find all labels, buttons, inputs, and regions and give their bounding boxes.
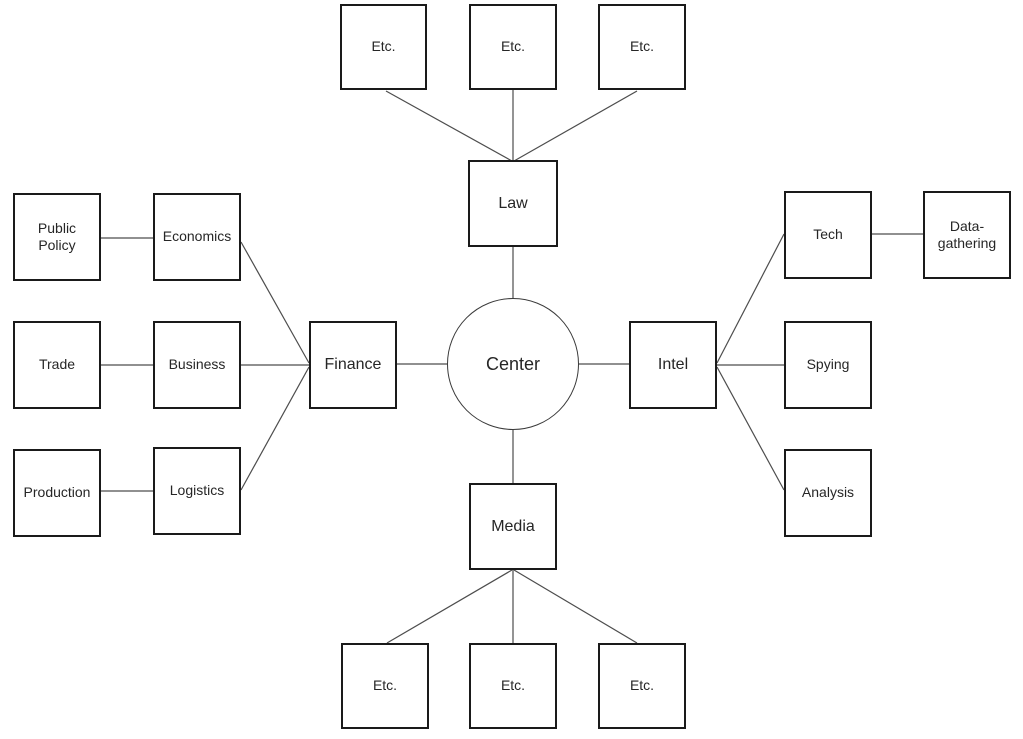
node-center: Center: [447, 298, 579, 430]
node-data-gathering: Data- gathering: [923, 191, 1011, 279]
node-law: Law: [468, 160, 558, 247]
node-label-economics: Economics: [162, 228, 232, 245]
node-label-public-policy: Public Policy: [37, 219, 77, 254]
node-label-finance: Finance: [324, 356, 382, 373]
node-label-media: Media: [491, 517, 535, 535]
node-label-etc-top-2: Etc.: [500, 38, 526, 55]
node-label-tech: Tech: [813, 226, 843, 243]
edge-intel-tech: [716, 233, 785, 364]
node-label-etc-bottom-1: Etc.: [372, 677, 398, 694]
node-etc-top-2: Etc.: [469, 4, 557, 90]
edge-media-etc-bottom-1: [386, 569, 513, 644]
node-logistics: Logistics: [153, 447, 241, 535]
node-label-analysis: Analysis: [801, 484, 855, 501]
node-etc-top-3: Etc.: [598, 4, 686, 90]
node-label-business: Business: [168, 356, 226, 373]
node-label-etc-top-1: Etc.: [371, 38, 396, 55]
node-label-logistics: Logistics: [169, 482, 225, 499]
node-etc-bottom-1: Etc.: [341, 643, 429, 729]
edge-media-etc-bottom-3: [513, 569, 638, 644]
node-finance: Finance: [309, 321, 397, 409]
node-label-data-gathering: Data- gathering: [937, 217, 997, 252]
node-label-etc-bottom-2: Etc.: [500, 677, 526, 694]
node-label-production: Production: [23, 484, 91, 501]
node-label-spying: Spying: [806, 356, 850, 373]
node-etc-bottom-2: Etc.: [469, 643, 557, 729]
node-label-trade: Trade: [38, 356, 76, 373]
node-analysis: Analysis: [784, 449, 872, 537]
node-economics: Economics: [153, 193, 241, 281]
node-label-etc-top-3: Etc.: [629, 38, 655, 55]
node-label-center: Center: [485, 353, 541, 374]
node-public-policy: Public Policy: [13, 193, 101, 281]
node-media: Media: [469, 483, 557, 570]
node-spying: Spying: [784, 321, 872, 409]
node-label-intel: Intel: [657, 356, 689, 373]
edge-intel-analysis: [716, 366, 785, 491]
node-label-law: Law: [498, 194, 528, 212]
edge-economics-finance: [240, 241, 310, 364]
node-intel: Intel: [629, 321, 717, 409]
node-label-etc-bottom-3: Etc.: [629, 677, 655, 694]
node-etc-bottom-3: Etc.: [598, 643, 686, 729]
node-etc-top-1: Etc.: [340, 4, 427, 90]
node-trade: Trade: [13, 321, 101, 409]
node-production: Production: [13, 449, 101, 537]
edge-etc-top-3-law: [513, 90, 638, 162]
edge-logistics-finance: [240, 366, 310, 491]
edge-etc-top-1-law: [385, 90, 513, 162]
node-tech: Tech: [784, 191, 872, 279]
node-business: Business: [153, 321, 241, 409]
